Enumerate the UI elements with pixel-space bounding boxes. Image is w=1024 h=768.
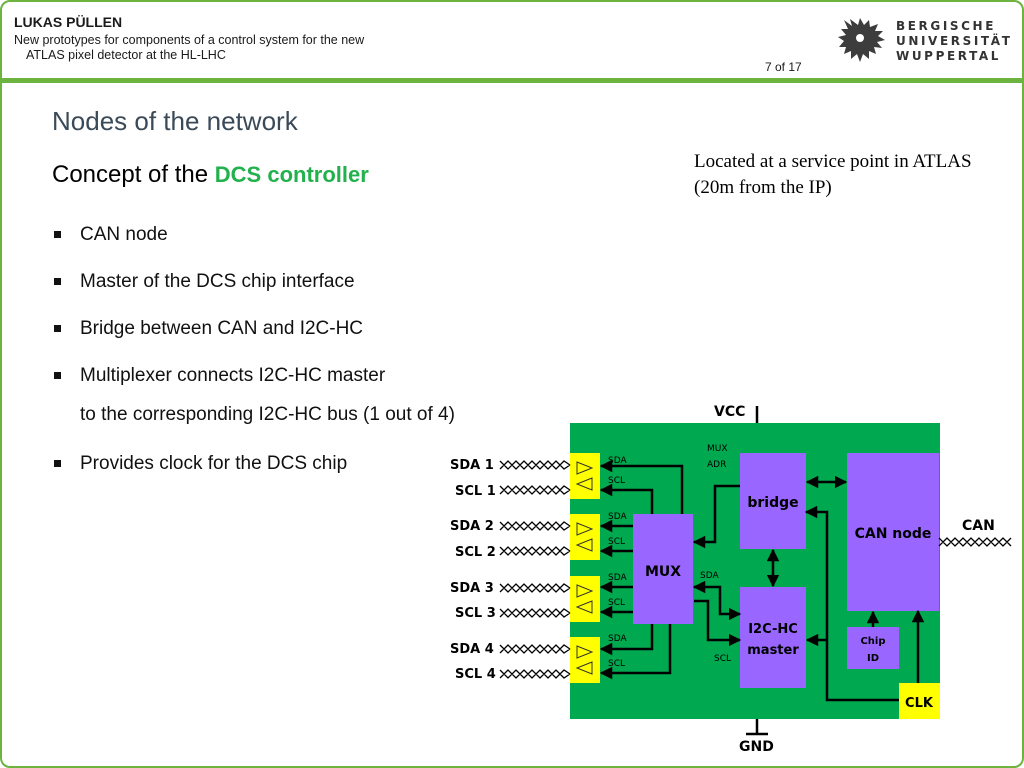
- bullet-text: Bridge between CAN and I2C-HC: [80, 318, 364, 339]
- buffer-4: [570, 637, 600, 683]
- university-line1: BERGISCHE: [896, 19, 996, 33]
- chip-id-label-line2: ID: [867, 653, 879, 664]
- bus-wires: [499, 460, 1012, 679]
- bullet-square-icon: [54, 325, 61, 332]
- page-number: 7 of 17: [765, 60, 802, 74]
- bullet-item: Bridge between CAN and I2C-HC: [52, 308, 455, 355]
- chip-id-block: [847, 627, 899, 669]
- location-note: Located at a service point in ATLAS (20m…: [694, 151, 972, 198]
- bullet-square-icon: [54, 278, 61, 285]
- talk-title-line1: New prototypes for components of a contr…: [14, 33, 365, 47]
- vcc-label: VCC: [714, 404, 745, 420]
- bullet-text: Master of the DCS chip interface: [80, 271, 355, 292]
- bullet-item: CAN node: [52, 214, 455, 261]
- university-line2: UNIVERSITÄT: [896, 34, 1013, 48]
- dcs-controller-diagram: VCC GND MUX bridge CAN node I2C-HC maste…: [450, 404, 1012, 755]
- sda-label: SDA: [608, 573, 627, 583]
- i2c-master-label-line1: I2C-HC: [748, 622, 798, 637]
- master-sda-label: SDA: [700, 571, 719, 581]
- signal-labels: SDA SCL SDA SCL SDA SCL SDA SCL SDA SCL …: [608, 444, 731, 669]
- i2c-master-label-line2: master: [747, 643, 799, 658]
- bus-labels: SDA 1 SCL 1 SDA 2 SCL 2 SDA 3 SCL 3 SDA …: [450, 458, 496, 682]
- talk-title-line2: ATLAS pixel detector at the HL-LHC: [26, 48, 226, 62]
- scl-label: SCL: [608, 598, 625, 608]
- bridge-block: [740, 453, 806, 549]
- slide-subtitle: Concept of the DCS controller: [52, 161, 369, 189]
- bus-label: SCL 2: [455, 545, 496, 560]
- bus-label: SCL 1: [455, 484, 496, 499]
- subtitle-prefix: Concept of the: [52, 161, 215, 188]
- bullet-square-icon: [54, 231, 61, 238]
- bullet-item: Master of the DCS chip interface: [52, 261, 455, 308]
- subtitle-highlight: DCS controller: [214, 162, 369, 187]
- slide-title: Nodes of the network: [52, 106, 298, 136]
- i2c-master-block: [740, 587, 806, 688]
- bus-label: SDA 3: [450, 581, 494, 596]
- signal-connections: [599, 459, 925, 702]
- bullet-square-icon: [54, 372, 61, 379]
- sda-label: SDA: [608, 456, 627, 466]
- bus-label: SDA 1: [450, 458, 494, 473]
- university-lion-icon: [838, 18, 885, 62]
- slide-header: LUKAS PÜLLEN New prototypes for componen…: [0, 0, 1024, 80]
- clk-block: [899, 683, 940, 719]
- can-bus-label: CAN: [962, 518, 995, 534]
- bullet-text: Provides clock for the DCS chip: [80, 453, 348, 474]
- bullet-text-continued: to the corresponding I2C-HC bus (1 out o…: [80, 404, 455, 425]
- gnd-label: GND: [739, 739, 774, 755]
- clk-label: CLK: [905, 696, 934, 711]
- author-name: LUKAS PÜLLEN: [14, 14, 123, 30]
- buffer-1: [570, 453, 600, 499]
- sda-label: SDA: [608, 512, 627, 522]
- talk-title: New prototypes for components of a contr…: [14, 33, 364, 63]
- can-node-label: CAN node: [855, 526, 932, 542]
- bullet-item: Provides clock for the DCS chip: [52, 443, 455, 490]
- master-scl-label: SCL: [714, 654, 731, 664]
- bullet-list: CAN node Master of the DCS chip interfac…: [52, 214, 455, 490]
- mux-adr-label-line2: ADR: [707, 460, 726, 470]
- bullet-text: Multiplexer connects I2C-HC master: [80, 365, 386, 386]
- bus-label: SDA 4: [450, 642, 494, 657]
- sda-label: SDA: [608, 634, 627, 644]
- header-divider: [2, 78, 1022, 83]
- bridge-label: bridge: [747, 495, 798, 511]
- bullet-square-icon: [54, 460, 61, 467]
- university-wordmark: BERGISCHE UNIVERSITÄT WUPPERTAL: [896, 19, 1012, 64]
- bus-label: SCL 3: [455, 606, 496, 621]
- bus-buffers: [570, 453, 600, 683]
- buffer-2: [570, 514, 600, 560]
- scl-label: SCL: [608, 659, 625, 669]
- chip-id-label-line1: Chip: [860, 636, 885, 647]
- mux-adr-label-line1: MUX: [707, 444, 728, 454]
- bullet-text: CAN node: [80, 224, 168, 245]
- mux-block: [633, 514, 693, 624]
- scl-label: SCL: [608, 476, 625, 486]
- scl-label: SCL: [608, 537, 625, 547]
- buffer-3: [570, 576, 600, 622]
- university-line3: WUPPERTAL: [896, 49, 1002, 63]
- mux-label: MUX: [645, 564, 681, 580]
- can-node-block: [847, 453, 939, 611]
- bus-label: SCL 4: [455, 667, 496, 682]
- bus-label: SDA 2: [450, 519, 494, 534]
- bullet-item: Multiplexer connects I2C-HC master to the…: [52, 355, 455, 443]
